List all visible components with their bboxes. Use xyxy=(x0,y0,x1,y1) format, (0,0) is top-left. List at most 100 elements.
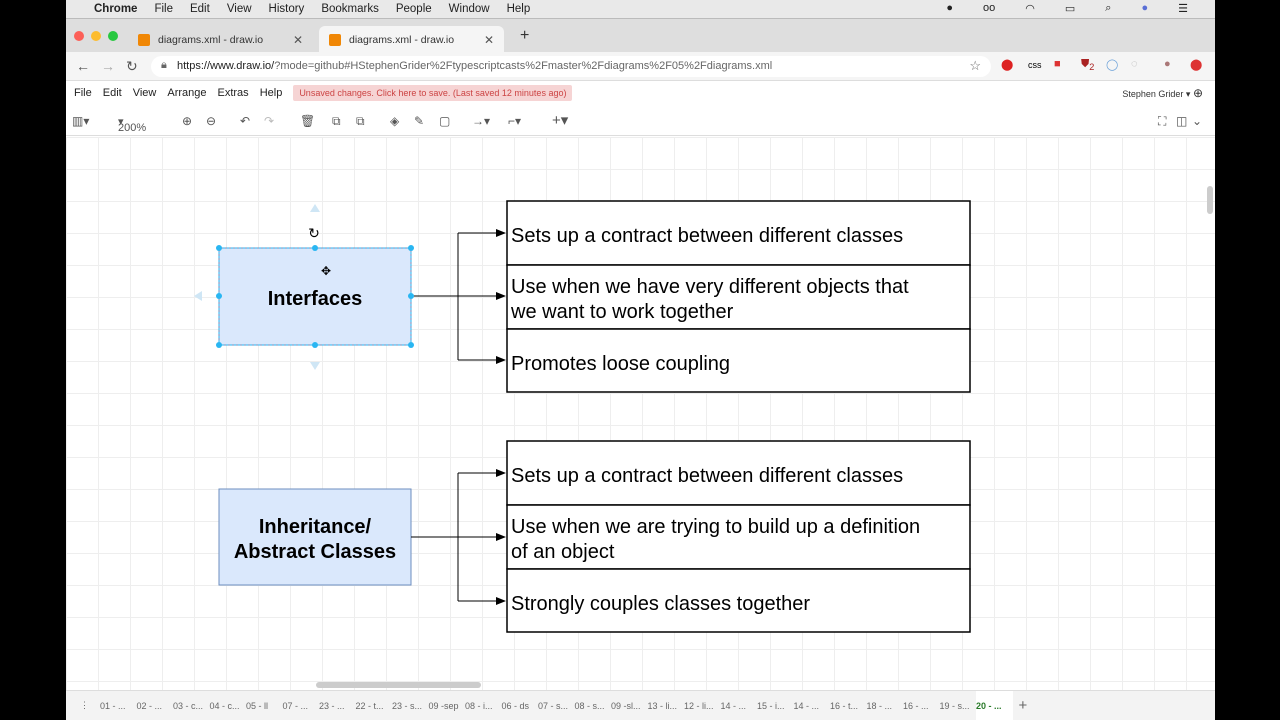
close-window-button[interactable] xyxy=(74,31,84,41)
page-tab[interactable]: 01 - ... xyxy=(100,700,126,711)
list-item[interactable] xyxy=(506,328,971,393)
page-tab[interactable]: 07 - ... xyxy=(282,700,309,711)
vertical-scrollbar[interactable] xyxy=(1207,186,1213,214)
redo-icon[interactable]: ↷ xyxy=(264,114,275,128)
insert-icon[interactable]: +▾ xyxy=(552,112,569,129)
menu-bookmarks[interactable]: Bookmarks xyxy=(321,3,379,15)
notification-icon[interactable]: ☰ xyxy=(1178,3,1188,15)
page-tab[interactable]: 22 - t... xyxy=(355,700,384,711)
fill-color-icon[interactable]: ◈ xyxy=(390,114,400,128)
page-tab[interactable]: 14 - ... xyxy=(793,700,820,711)
browser-tab-active[interactable]: diagrams.xml - draw.io ✕ xyxy=(319,26,504,53)
close-tab-icon[interactable]: ✕ xyxy=(292,32,303,47)
add-page-icon[interactable]: + xyxy=(1018,697,1028,714)
list-item[interactable] xyxy=(506,568,971,633)
connector[interactable] xyxy=(411,472,505,602)
page-tab[interactable]: 08 - i... xyxy=(465,700,493,711)
list-item[interactable] xyxy=(506,504,971,570)
menu-help[interactable]: Help xyxy=(506,3,531,15)
battery-icon[interactable]: ▭ xyxy=(1064,3,1076,15)
page-tab[interactable]: 03 - c... xyxy=(173,700,204,711)
close-tab-icon[interactable]: ✕ xyxy=(483,32,494,47)
rotate-handle-icon[interactable]: ↻ xyxy=(308,225,320,241)
page-tab[interactable]: 04 - c... xyxy=(209,700,240,711)
page-tab[interactable]: 15 - i... xyxy=(757,700,785,711)
panel-toggle-icon[interactable]: ◫ xyxy=(1176,114,1188,128)
menu-view[interactable]: View xyxy=(226,3,252,15)
menu-edit[interactable]: Edit xyxy=(102,87,122,99)
css-extension-icon[interactable]: css xyxy=(1028,60,1042,70)
page-tab[interactable]: 06 - ds xyxy=(501,700,530,711)
line-color-icon[interactable]: ✎ xyxy=(414,114,425,128)
page-tab[interactable]: 20 - ... xyxy=(976,690,1013,720)
extension-icon[interactable]: ■ xyxy=(1054,58,1061,70)
list-item[interactable] xyxy=(506,440,971,506)
format-panel-icon[interactable]: ▥▾ xyxy=(72,114,90,128)
menu-file[interactable]: File xyxy=(74,87,92,99)
siri-icon[interactable]: ● xyxy=(1141,2,1149,14)
resize-handles[interactable] xyxy=(216,245,414,348)
page-tab[interactable]: 07 - s... xyxy=(538,700,569,711)
undo-icon[interactable]: ↶ xyxy=(240,114,251,128)
page-tab[interactable]: 18 - ... xyxy=(866,700,893,711)
page-tab[interactable]: 09 -sep xyxy=(428,700,459,711)
delete-icon[interactable]: 🗑︎ xyxy=(300,114,316,128)
page-tab[interactable]: 12 - li... xyxy=(684,700,714,711)
pages-menu-icon[interactable]: ⋮ xyxy=(80,700,89,710)
page-tab[interactable]: 09 -sl... xyxy=(611,700,641,711)
zoom-in-icon[interactable]: ⊕ xyxy=(182,114,193,128)
fullscreen-icon[interactable]: ⛶ xyxy=(1158,114,1167,128)
unsaved-changes-banner[interactable]: Unsaved changes. Click here to save. (La… xyxy=(293,85,573,101)
page-tab[interactable]: 13 - li... xyxy=(647,700,678,711)
reload-icon[interactable]: ↻ xyxy=(126,58,138,74)
inheritance-box[interactable] xyxy=(218,488,412,586)
browser-tab[interactable]: diagrams.xml - draw.io ✕ xyxy=(128,26,313,53)
user-menu[interactable]: Stephen Grider ▾ ⊕ xyxy=(1122,86,1203,100)
url-input[interactable]: 🔒︎ https://www.draw.io/?mode=github#HSte… xyxy=(151,56,991,77)
status-icon[interactable]: ● xyxy=(946,2,954,14)
page-tab[interactable]: 02 - ... xyxy=(136,700,163,711)
globe-icon[interactable]: ⊕ xyxy=(1192,86,1203,100)
menu-window[interactable]: Window xyxy=(448,3,490,15)
menu-extras[interactable]: Extras xyxy=(217,87,249,99)
menu-people[interactable]: People xyxy=(395,3,432,15)
to-back-icon[interactable]: ⧉ xyxy=(356,114,365,128)
menu-history[interactable]: History xyxy=(268,3,305,15)
back-icon[interactable]: ← xyxy=(76,58,90,74)
connector[interactable] xyxy=(411,232,505,361)
diagram-canvas[interactable]: Interfaces Sets up a contract between di… xyxy=(66,137,1215,690)
bookmark-star-icon[interactable]: ☆ xyxy=(969,58,981,73)
extension-icon[interactable]: ⬤ xyxy=(1190,59,1203,71)
list-item[interactable] xyxy=(506,200,971,266)
list-item[interactable] xyxy=(506,264,971,330)
wifi-icon[interactable]: ◠ xyxy=(1025,3,1035,15)
page-tab[interactable]: 16 - ... xyxy=(903,700,929,711)
page-tab[interactable]: 19 - s... xyxy=(939,700,970,711)
maximize-window-button[interactable] xyxy=(108,31,118,41)
forward-icon[interactable]: → xyxy=(101,58,115,74)
page-tab[interactable]: 08 - s... xyxy=(574,700,605,711)
menu-file[interactable]: File xyxy=(154,3,173,15)
menu-view[interactable]: View xyxy=(132,87,157,99)
waypoints-icon[interactable]: ⌐▾ xyxy=(508,114,522,128)
menu-chrome[interactable]: Chrome xyxy=(94,3,138,15)
glasses-icon[interactable]: oo xyxy=(983,2,996,14)
page-tab[interactable]: 23 - s... xyxy=(392,700,423,711)
opera-extension-icon[interactable]: ⬤ xyxy=(1001,59,1014,71)
clone-arrows-icon[interactable] xyxy=(194,204,320,370)
connection-icon[interactable]: →▾ xyxy=(472,114,491,128)
interfaces-box[interactable] xyxy=(218,247,412,346)
profile-avatar[interactable]: ● xyxy=(1164,58,1171,70)
horizontal-scrollbar[interactable] xyxy=(316,682,481,688)
page-tab[interactable]: 16 - t... xyxy=(830,700,859,711)
page-tab[interactable]: 14 - ... xyxy=(720,700,747,711)
menu-help[interactable]: Help xyxy=(259,87,283,99)
page-tab[interactable]: 05 - ll xyxy=(246,700,269,711)
new-tab-button[interactable]: + xyxy=(520,27,530,44)
shadow-icon[interactable]: ▢ xyxy=(439,114,451,128)
zoom-out-icon[interactable]: ⊖ xyxy=(206,114,217,128)
shield-extension-icon[interactable]: ⛊2 xyxy=(1081,58,1095,73)
menu-edit[interactable]: Edit xyxy=(189,3,210,15)
extension-icon[interactable]: ◌ xyxy=(1131,58,1138,70)
page-tab[interactable]: 23 - ... xyxy=(319,700,345,711)
